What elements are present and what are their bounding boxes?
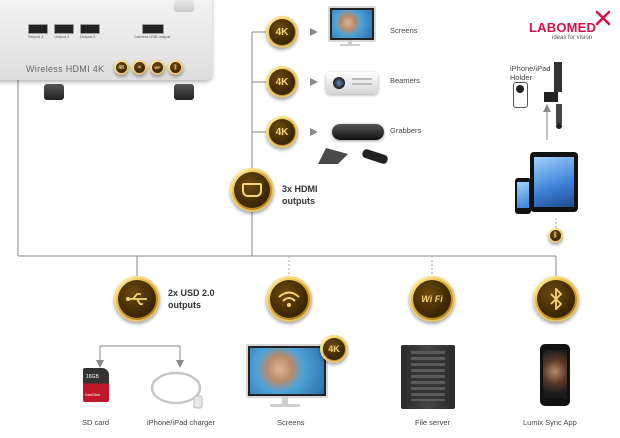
phone-holder-icon	[513, 82, 528, 108]
device-4k-badge: 4K	[114, 60, 129, 75]
monitor-bottom-icon	[246, 344, 328, 398]
usb-outputs-label: 2x USD 2.0 outputs	[168, 288, 215, 310]
brand-logo: LABOMED	[529, 20, 597, 35]
holder-label: iPhone/iPad Holder	[510, 64, 551, 82]
arrow-charger	[176, 360, 184, 368]
brand-tagline: ideas for vision	[552, 35, 593, 41]
projector-icon	[326, 72, 378, 94]
port-output-3	[80, 24, 100, 34]
beamers-label: Beamers	[390, 76, 421, 85]
device-foot-right	[174, 84, 194, 100]
hdmi-output-badge-1: 4K	[266, 16, 298, 48]
usb-icon	[114, 276, 160, 322]
file-server-label: File server	[415, 418, 451, 427]
port-output-2	[54, 24, 74, 34]
bluetooth-link-badge: ᛒ	[548, 228, 563, 243]
wireless-hdmi-device: Output 1 Output 2 Output 3 Camera USB ou…	[0, 0, 212, 80]
screens-bottom-label: Screens	[277, 418, 305, 427]
port-label: Output 2	[54, 34, 70, 39]
port-label: Output 1	[28, 34, 44, 39]
capture-device-icon	[332, 124, 384, 140]
device-wifi-file-badge: WF	[150, 60, 165, 75]
device-top-knob	[174, 0, 194, 12]
charger-label: iPhone/iPad charger	[147, 418, 215, 427]
device-bluetooth-badge: ᛒ	[168, 60, 183, 75]
device-name: Wireless HDMI 4K	[26, 64, 105, 74]
arrow-screens	[310, 28, 318, 36]
monitor-bottom-base	[270, 404, 300, 407]
arrow-holder	[543, 104, 551, 112]
grabbers-label: Grabbers	[390, 126, 422, 135]
brand-mark-icon	[595, 10, 611, 26]
port-camera-usb	[142, 24, 164, 34]
ipad-icon	[530, 152, 578, 212]
arrow-grabbers	[310, 128, 318, 136]
capture-stand-icon	[318, 148, 348, 164]
file-server-icon	[401, 345, 455, 409]
monitor-bottom-stand	[282, 396, 288, 404]
bluetooth-icon	[533, 276, 579, 322]
monitor-stand	[348, 40, 352, 44]
port-label: Camera USB output	[134, 34, 170, 39]
lumix-app-label: Lumix Sync App	[523, 418, 577, 427]
hdmi-outputs-label: 3x HDMI outputs	[282, 184, 318, 206]
device-wifi-badge: ≈	[132, 60, 147, 75]
sd-card-icon: 16GB SanDisk	[83, 368, 109, 402]
arrow-sd	[96, 360, 104, 368]
hdmi-output-badge-2: 4K	[266, 66, 298, 98]
iphone-icon	[515, 178, 531, 214]
wifi-file-icon: Wi Fi	[409, 276, 455, 322]
monitor-icon	[328, 6, 376, 42]
screens-4k-badge: 4K	[320, 335, 348, 363]
sd-card-label: SD card	[82, 418, 110, 427]
arrow-beamers	[310, 78, 318, 86]
screens-top-label: Screens	[390, 26, 418, 35]
hdmi-output-badge-3: 4K	[266, 116, 298, 148]
device-foot-left	[44, 84, 64, 100]
port-output-1	[28, 24, 48, 34]
tablet-holder-icon	[544, 62, 562, 129]
port-label: Output 3	[80, 34, 96, 39]
wifi-icon	[266, 276, 312, 322]
charger-cable-icon	[150, 371, 203, 409]
monitor-base	[340, 44, 360, 46]
smartphone-icon	[540, 344, 570, 406]
hdmi-icon	[230, 168, 274, 212]
